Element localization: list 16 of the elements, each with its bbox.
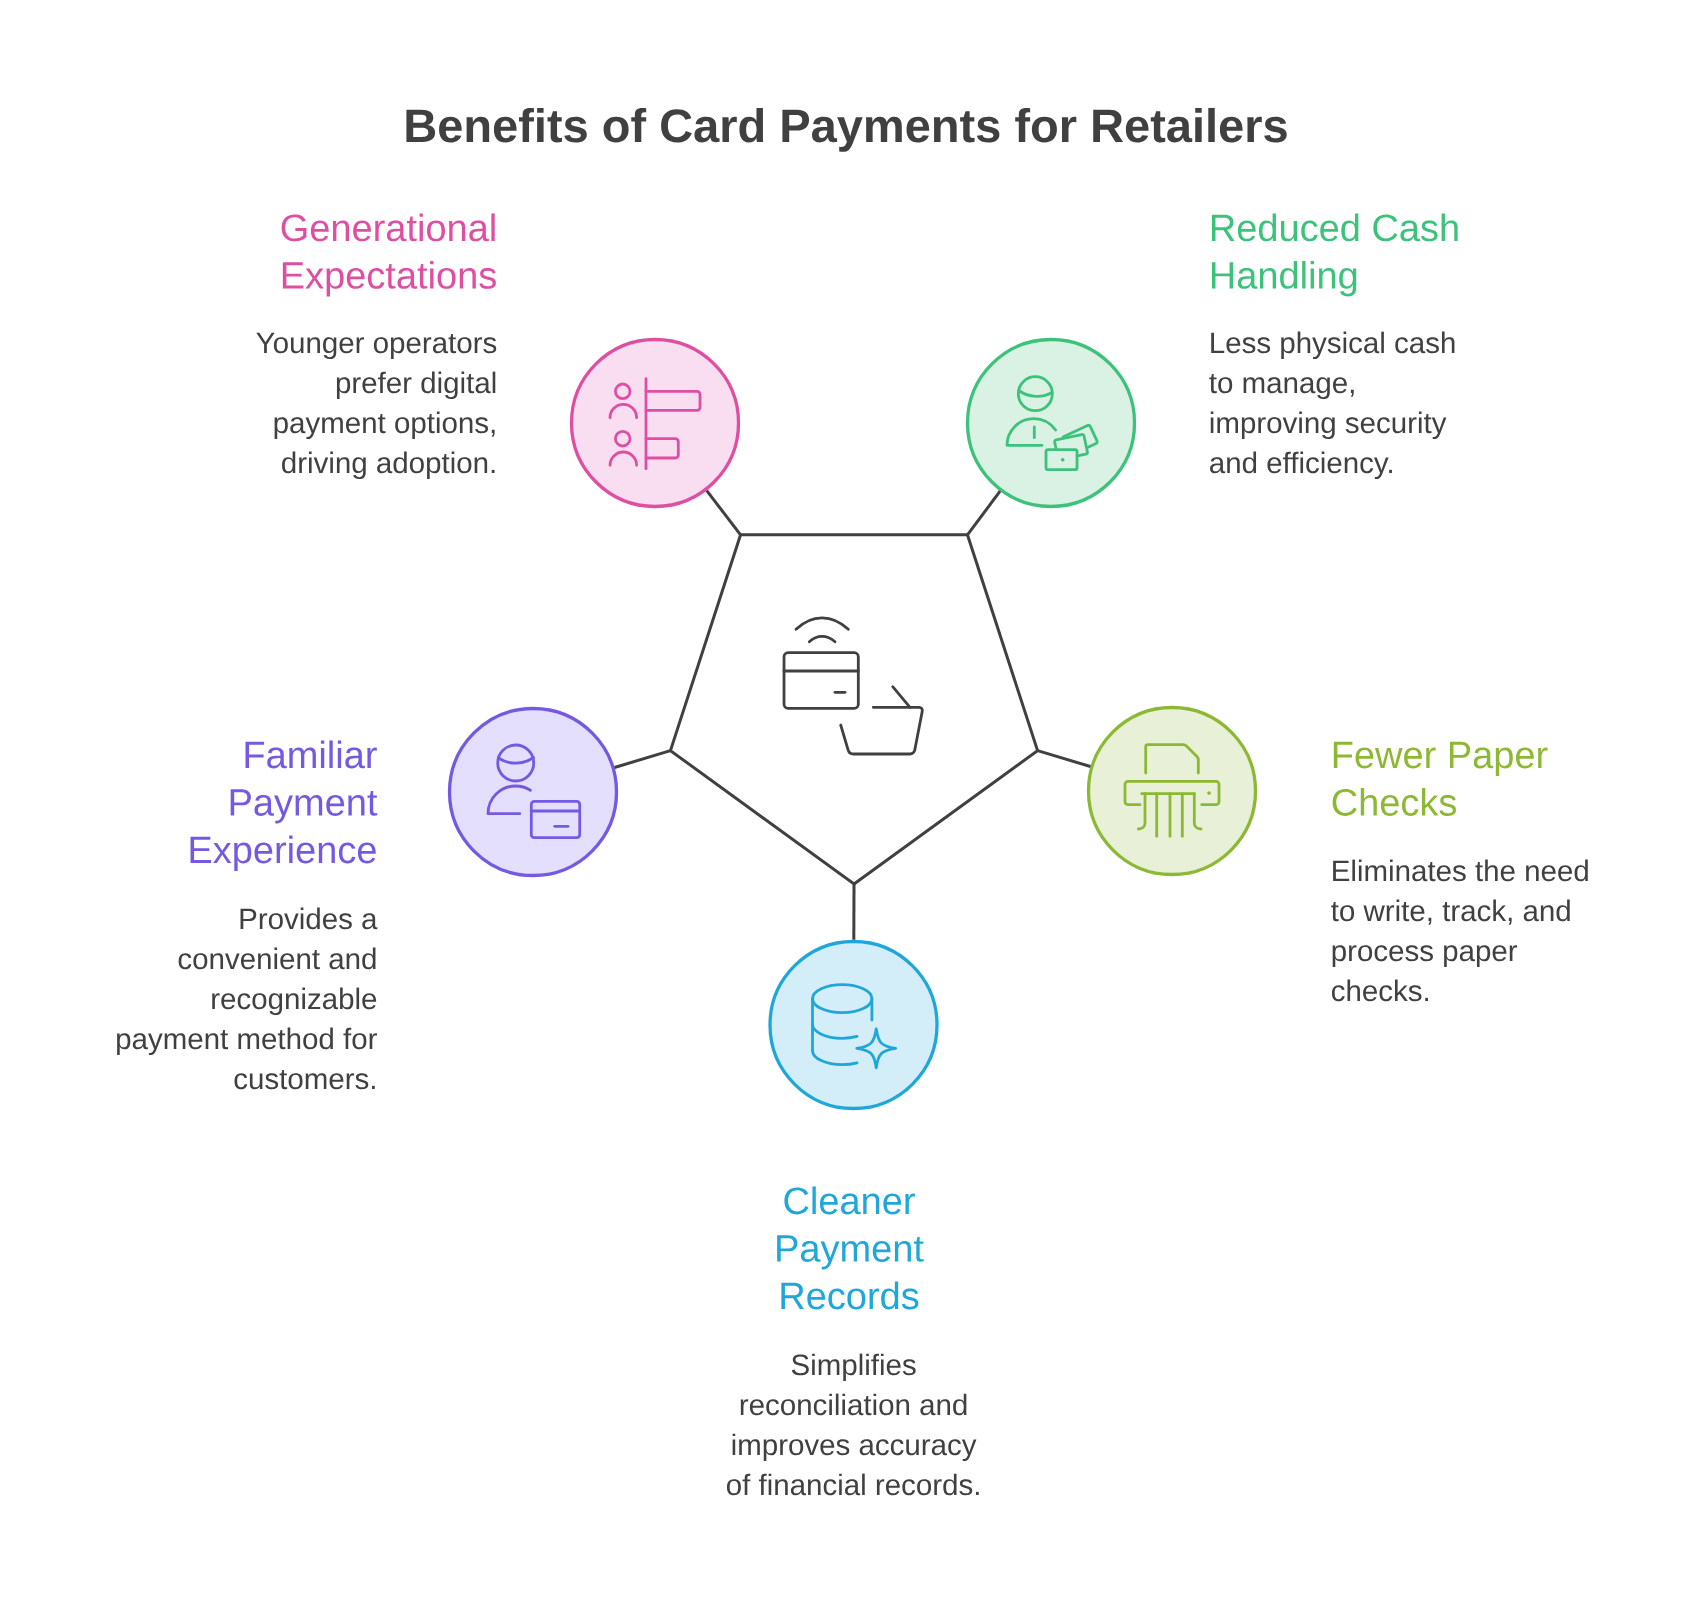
connector-line [852, 884, 856, 940]
heading: Reduced Cash Handling [1211, 213, 1458, 297]
connector-line [1037, 749, 1091, 768]
heading: Fewer Paper Checks [1332, 741, 1548, 816]
connector-line [966, 490, 1002, 536]
heading: Cleaner Payment Records [777, 1186, 924, 1310]
title: Benefits of Card Payments for Retailers [406, 107, 1287, 152]
description: Younger operators prefer digital payment options, driving adoption. [256, 332, 497, 480]
description: Less physical cash to manage, improving security and efficiency. [1209, 331, 1455, 480]
description: Provides a convenient and recognizable payment method for customers. [117, 907, 378, 1090]
description: Simplifies reconciliation and improves accuracy of financial records. [726, 1353, 979, 1496]
connector-line [705, 489, 742, 536]
connector-line [614, 749, 671, 769]
heading: Familiar Payment Experience [190, 740, 378, 871]
description: Eliminates the need to write, track, and process paper checks. [1331, 859, 1588, 1002]
heading: Generational Expectations [281, 213, 496, 297]
